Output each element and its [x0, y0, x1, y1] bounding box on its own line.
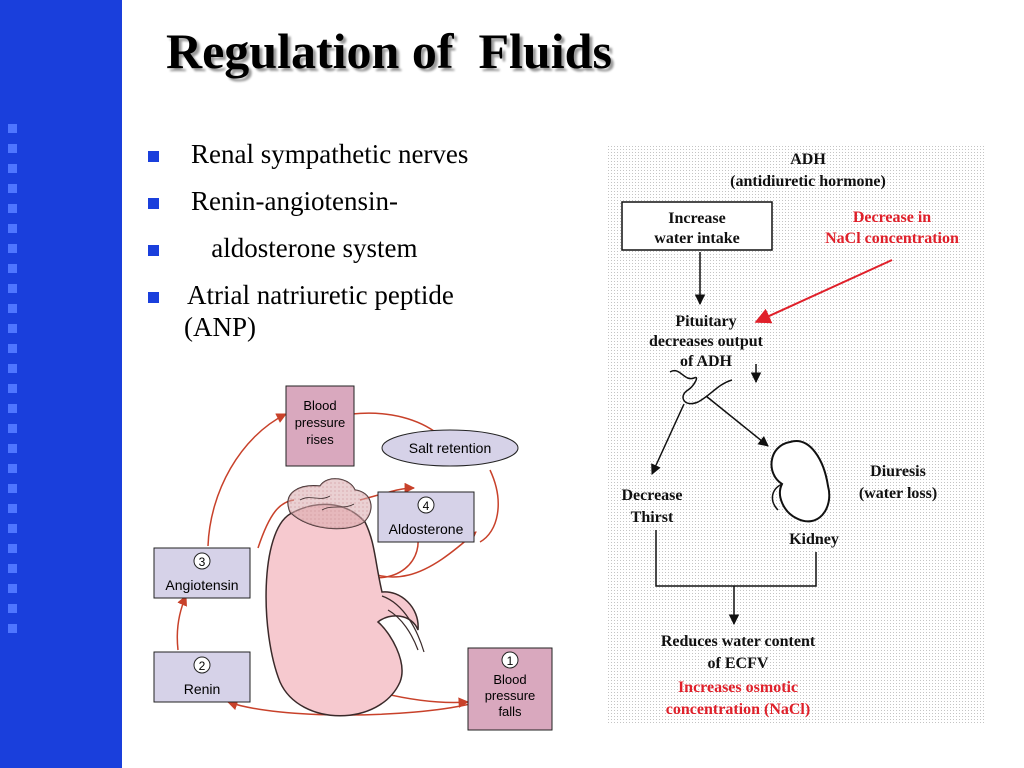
step2-box: 2 Renin [153, 651, 251, 703]
sidebar-square [8, 204, 17, 213]
bullet-marker [148, 198, 159, 209]
step4-label: Aldosterone [389, 521, 464, 537]
pituitary-line1: Pituitary [675, 313, 736, 330]
sidebar-square [8, 264, 17, 273]
bp-rises-box: Blood pressure rises [285, 385, 355, 467]
pituitary-line2: decreases output [649, 333, 764, 350]
sidebar-square [8, 624, 17, 633]
step2-label: Renin [184, 681, 221, 697]
thirst-arrow [651, 403, 685, 475]
osmotic-line1: Increases osmotic [678, 679, 798, 696]
nacl-arrow [754, 259, 893, 324]
sidebar-square [8, 144, 17, 153]
kidney-illustration [265, 478, 425, 717]
nacl-line2: NaCl concentration [825, 230, 959, 247]
diuresis-line2: (water loss) [859, 485, 937, 502]
sidebar-square [8, 464, 17, 473]
nacl-line1: Decrease in [853, 209, 931, 226]
sidebar-square [8, 304, 17, 313]
sidebar-square [8, 564, 17, 573]
bullet-marker [148, 245, 159, 256]
bullet-item: aldosterone system [145, 232, 585, 264]
slide-title: Regulation of Fluids [166, 23, 612, 79]
sidebar-square [8, 324, 17, 333]
step1-box: 1 Blood pressure falls [467, 647, 553, 731]
reduces-line2: of ECFV [708, 655, 769, 672]
sidebar-square [8, 164, 17, 173]
adh-diagram: ADH (antidiuretic hormone) Increase wate… [608, 146, 986, 724]
step1-label-line1: Blood [493, 672, 526, 687]
increase-water-box: Increase water intake [621, 201, 773, 251]
thirst-line2: Thirst [631, 509, 674, 526]
step2-number: 2 [199, 659, 206, 673]
salt-retention-ellipse: Salt retention [381, 429, 519, 467]
sidebar-square [8, 444, 17, 453]
reduces-line1: Reduces water content [661, 633, 816, 650]
kidney-icon [770, 440, 831, 523]
bp-rises-line3: rises [306, 432, 334, 447]
adh-title-line1: ADH [790, 151, 826, 168]
step3-label: Angiotensin [165, 577, 238, 593]
step1-label-line3: falls [498, 704, 522, 719]
kidney-arrow [705, 395, 769, 447]
osmotic-line2: concentration (NaCl) [666, 701, 810, 718]
bullet-list: Renal sympathetic nerves Renin-angiotens… [145, 138, 585, 343]
bullet-item: Atrial natriuretic peptide(ANP) [145, 279, 585, 343]
ureter-icon [771, 483, 783, 511]
adh-title-line2: (antidiuretic hormone) [730, 173, 886, 190]
bullet-marker [148, 151, 159, 162]
step1-label-line2: pressure [485, 688, 536, 703]
step1-number: 1 [507, 654, 514, 668]
bullet-marker [148, 292, 159, 303]
merge-lines [655, 530, 817, 587]
sidebar-square [8, 504, 17, 513]
pituitary-icon [669, 369, 733, 405]
increase-line2: water intake [654, 230, 739, 247]
diuresis-line1: Diuresis [870, 463, 926, 480]
salt-retention-label: Salt retention [409, 440, 492, 456]
raas-cycle-diagram: 1 Blood pressure falls 2 Renin 3 Angiote… [153, 385, 553, 731]
sidebar-square [8, 524, 17, 533]
increase-line1: Increase [668, 210, 725, 227]
sidebar-square [8, 224, 17, 233]
sidebar-square [8, 384, 17, 393]
sidebar-decoration [0, 0, 122, 768]
bp-rises-line2: pressure [295, 415, 346, 430]
sidebar-square [8, 364, 17, 373]
pituitary-line3: of ADH [680, 353, 733, 370]
step3-box: 3 Angiotensin [153, 547, 251, 599]
sidebar-square [8, 184, 17, 193]
thirst-line1: Decrease [622, 487, 683, 504]
sidebar-square [8, 604, 17, 613]
sidebar-square [8, 424, 17, 433]
sidebar-square [8, 544, 17, 553]
sidebar-square [8, 404, 17, 413]
sidebar-square [8, 284, 17, 293]
bullet-item: Renin-angiotensin- [145, 185, 585, 217]
kidney-label: Kidney [789, 531, 839, 548]
step3-number: 3 [199, 555, 206, 569]
sidebar-square [8, 244, 17, 253]
sidebar-square [8, 484, 17, 493]
sidebar-square [8, 584, 17, 593]
bp-rises-line1: Blood [303, 398, 336, 413]
sidebar-square [8, 344, 17, 353]
sidebar-square [8, 124, 17, 133]
bullet-item: Renal sympathetic nerves [145, 138, 585, 170]
step4-box: 4 Aldosterone [377, 491, 475, 543]
step4-number: 4 [423, 499, 430, 513]
